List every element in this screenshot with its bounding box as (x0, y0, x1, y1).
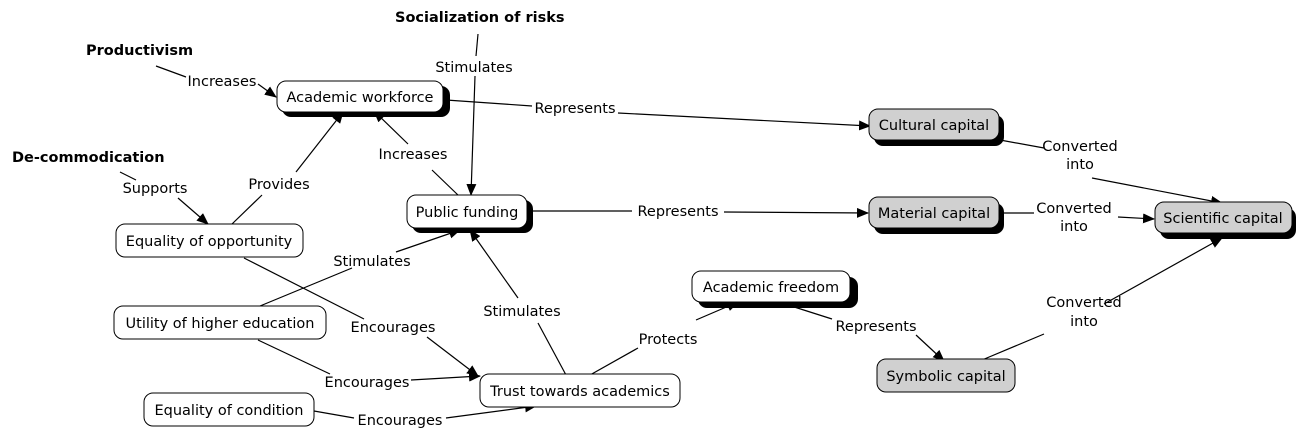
edge-funding-workforce (431, 169, 460, 197)
edge-socialization-funding (475, 33, 479, 57)
edge-utility-trust (257, 339, 331, 375)
link-label-encourages: Encourages (358, 413, 443, 429)
node-material-capital[interactable]: Material capital (868, 196, 1004, 234)
edge-socialization-funding (466, 75, 477, 196)
edge-workforce-cultural (617, 112, 871, 131)
edge-decommodication-equality (119, 171, 137, 181)
link-label-represents: Represents (835, 319, 916, 335)
link-label-supports: Supports (123, 181, 188, 197)
label-utility-of-higher-education: Utility of higher education (126, 316, 315, 332)
node-scientific-capital[interactable]: Scientific capital (1154, 201, 1296, 239)
edge-trust-funding (537, 322, 567, 376)
link-label-represents: Represents (637, 204, 718, 220)
edge-equality-trust (426, 336, 479, 377)
link-label-stimulates: Stimulates (483, 304, 560, 320)
edge-productivism-workforce (155, 65, 187, 78)
label-public-funding: Public funding (416, 205, 519, 221)
label-symbolic-capital: Symbolic capital (886, 369, 1005, 385)
concept-socialization-of-risks: Socialization of risks (395, 10, 565, 26)
node-public-funding[interactable]: Public funding (406, 194, 533, 233)
node-trust-towards-academics[interactable]: Trust towards academics (479, 373, 681, 408)
label-academic-freedom: Academic freedom (703, 280, 839, 296)
label-equality-of-condition: Equality of condition (154, 403, 303, 419)
edge-material-scientific (1117, 213, 1155, 224)
node-academic-workforce[interactable]: Academic workforce (276, 80, 450, 117)
link-label-into: into (1070, 314, 1098, 330)
edge-equality-workforce (295, 111, 344, 173)
link-label-encourages: Encourages (325, 375, 410, 391)
edge-condition-trust (313, 410, 355, 419)
edge-equality-workforce (231, 194, 263, 225)
edge-symbolic-scientific (981, 333, 1045, 361)
edge-utility-funding (259, 267, 353, 307)
link-label-converted: Converted (1046, 295, 1121, 311)
label-scientific-capital: Scientific capital (1163, 211, 1282, 227)
edge-workforce-cultural (445, 99, 533, 107)
node-symbolic-capital[interactable]: Symbolic capital (876, 358, 1016, 393)
node-utility-of-higher-education[interactable]: Utility of higher education (113, 305, 327, 340)
edge-decommodication-equality (177, 197, 209, 225)
node-academic-freedom[interactable]: Academic freedom (691, 270, 858, 308)
node-equality-of-condition[interactable]: Equality of condition (143, 392, 315, 427)
link-label-stimulates: Stimulates (435, 60, 512, 76)
label-trust-towards-academics: Trust towards academics (489, 384, 670, 400)
node-cultural-capital[interactable]: Cultural capital (868, 108, 1004, 146)
link-label-increases: Increases (188, 74, 257, 90)
link-label-provides: Provides (248, 177, 309, 193)
edge-symbolic-scientific (1103, 237, 1223, 305)
link-label-increases: Increases (379, 147, 448, 163)
edge-cultural-scientific (999, 139, 1045, 149)
edge-utility-trust (410, 371, 481, 382)
link-label-into: into (1066, 157, 1094, 173)
edge-cultural-scientific (1091, 177, 1223, 206)
edge-equality-trust (243, 257, 365, 320)
edge-trust-funding (469, 229, 519, 299)
edge-utility-funding (395, 228, 461, 253)
node-equality-of-opportunity[interactable]: Equality of opportunity (115, 223, 304, 258)
edge-freedom-symbolic (915, 334, 945, 362)
concept-de-commodication: De-commodication (12, 150, 165, 166)
link-label-converted: Converted (1042, 139, 1117, 155)
edge-productivism-workforce (257, 83, 277, 98)
concept-productivism: Productivism (86, 43, 193, 59)
link-label-converted: Converted (1036, 201, 1111, 217)
link-label-protects: Protects (639, 332, 698, 348)
edge-condition-trust (445, 402, 537, 419)
edge-trust-freedom (589, 347, 639, 376)
label-academic-workforce: Academic workforce (287, 90, 434, 106)
link-label-encourages: Encourages (351, 320, 436, 336)
link-label-represents: Represents (534, 101, 615, 117)
label-material-capital: Material capital (878, 206, 990, 222)
label-cultural-capital: Cultural capital (879, 118, 989, 134)
edge-funding-material (723, 207, 869, 218)
link-label-stimulates: Stimulates (333, 254, 410, 270)
label-equality-of-opportunity: Equality of opportunity (126, 234, 293, 250)
link-label-into: into (1060, 219, 1088, 235)
